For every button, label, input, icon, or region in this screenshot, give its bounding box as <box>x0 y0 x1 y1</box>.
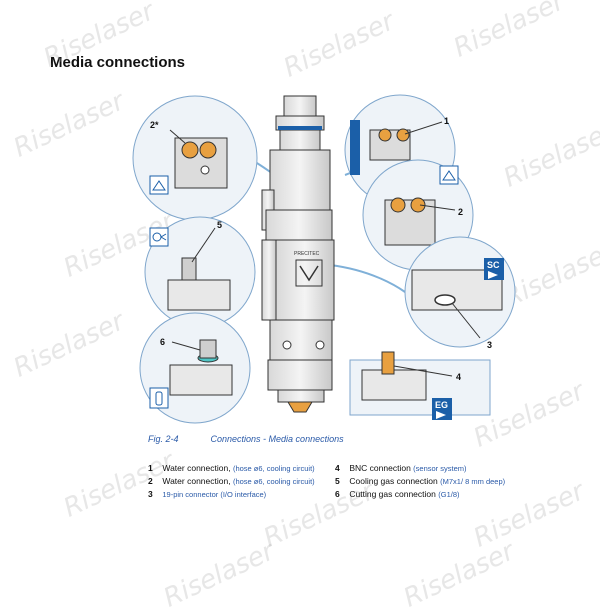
legend-number: 1 <box>148 463 153 473</box>
legend-number: 6 <box>335 489 340 499</box>
figure-number: Fig. 2-4 <box>148 434 179 444</box>
legend-item: 6 Cutting gas connection (G1/8) <box>335 488 535 501</box>
legend-item: 5 Cooling gas connection (M7x1/ 8 mm dee… <box>335 475 535 488</box>
detail-2star <box>132 95 258 221</box>
legend-text: Water connection, <box>162 476 231 486</box>
precitec-logo <box>295 259 323 287</box>
legend-text: Water connection, <box>162 463 231 473</box>
port-circle <box>282 340 292 350</box>
figure-caption: Fig. 2-4 Connections - Media connections <box>148 434 344 444</box>
figure-caption-text: Connections - Media connections <box>210 434 344 444</box>
legend-number: 2 <box>148 476 153 486</box>
legend-number: 3 <box>148 489 153 499</box>
callout-2: 2 <box>458 207 463 217</box>
svg-text:SC: SC <box>487 260 500 270</box>
media-connections-figure: PRECITEC <box>132 94 516 424</box>
svg-text:EG: EG <box>435 400 448 410</box>
callout-6: 6 <box>160 337 165 347</box>
page-title: Media connections <box>50 54 186 71</box>
blue-ring <box>278 126 322 130</box>
callout-1: 1 <box>444 116 449 126</box>
legend-item: 1 Water connection, (hose ø6, cooling ci… <box>148 462 348 475</box>
detail-4 <box>349 351 491 416</box>
head-brand: PRECITEC <box>294 251 320 257</box>
legend-item: 3 19-pin connector (I/O interface) <box>148 488 348 501</box>
callout-3: 3 <box>487 340 492 350</box>
legend-detail: (G1/8) <box>438 490 460 499</box>
legend-detail: (sensor system) <box>413 464 467 473</box>
laser-head <box>261 95 335 413</box>
callout-4: 4 <box>456 372 461 382</box>
callout-5: 5 <box>217 220 222 230</box>
water-connection-icon <box>149 175 169 195</box>
legend-detail: (hose ø6, cooling circuit) <box>232 464 315 473</box>
legend-column-left: 1 Water connection, (hose ø6, cooling ci… <box>148 462 348 501</box>
cooling-gas-icon <box>149 227 169 247</box>
detail-3 <box>404 236 516 348</box>
legend-detail: 19-pin connector (I/O interface) <box>162 490 267 499</box>
legend-detail: (M7x1/ 8 mm deep) <box>440 477 506 486</box>
gas-cylinder-icon <box>149 387 169 409</box>
water-connection-icon <box>439 165 459 185</box>
legend-text: BNC connection <box>349 463 411 473</box>
legend-detail: (hose ø6, cooling circuit) <box>232 477 315 486</box>
legend-column-right: 4 BNC connection (sensor system) 5 Cooli… <box>335 462 535 501</box>
callout-leaders <box>169 121 481 377</box>
detail-5 <box>144 216 256 328</box>
legend-number: 4 <box>335 463 340 473</box>
port-circle <box>315 340 325 350</box>
legend-item: 2 Water connection, (hose ø6, cooling ci… <box>148 475 348 488</box>
precitec-logo-mark <box>299 265 319 282</box>
legend-item: 4 BNC connection (sensor system) <box>335 462 535 475</box>
sc-badge: SC <box>484 258 504 280</box>
callout-2star: 2* <box>150 120 159 130</box>
eg-badge: EG <box>432 398 452 420</box>
legend-text: Cooling gas connection <box>349 476 438 486</box>
legend-number: 5 <box>335 476 340 486</box>
legend-text: Cutting gas connection <box>349 489 436 499</box>
